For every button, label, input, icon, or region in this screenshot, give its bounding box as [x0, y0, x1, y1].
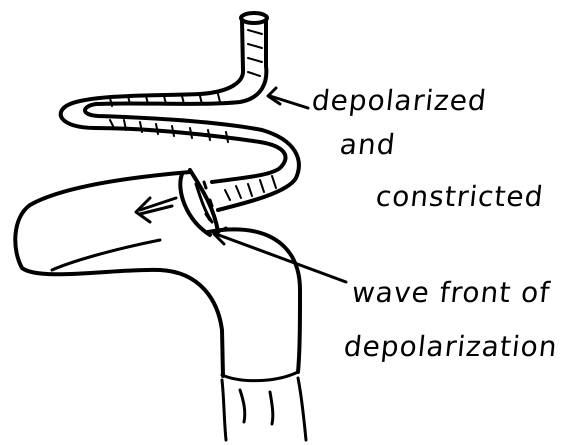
flow-arrow [136, 198, 176, 222]
label-wave-front-of: wave front of [350, 276, 552, 309]
constricted-pointer [268, 88, 308, 108]
wavefront-pointer [214, 228, 346, 282]
relaxed-vessel [15, 172, 306, 440]
label-depolarization: depolarization [342, 330, 559, 363]
label-depolarized: depolarized [310, 84, 488, 117]
label-and: and [338, 128, 397, 161]
wavefront-band [180, 170, 218, 235]
label-constricted: constricted [374, 180, 545, 213]
